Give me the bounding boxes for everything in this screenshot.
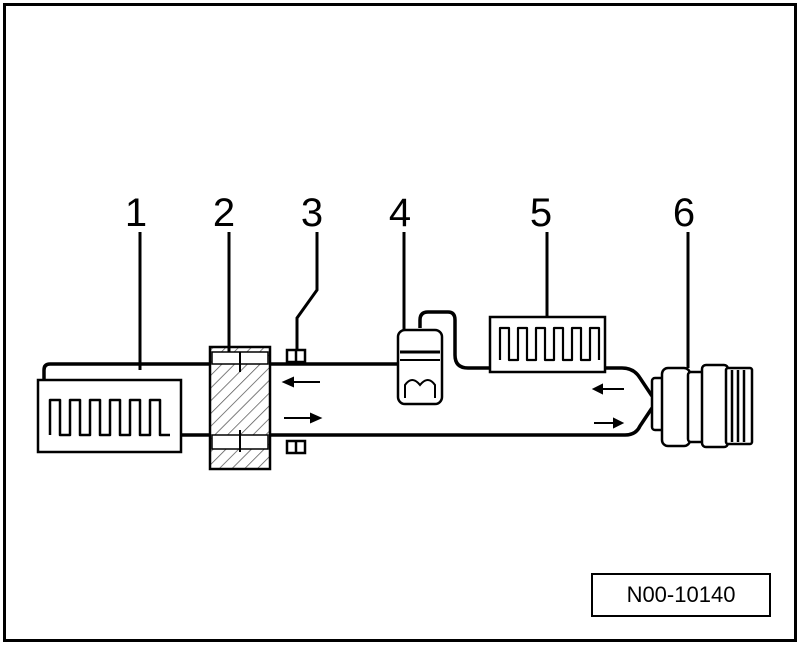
- label-2: 2: [213, 191, 235, 235]
- leader-line-3: [295, 232, 319, 352]
- label-4: 4: [389, 191, 411, 235]
- component-3-connectors: [285, 348, 307, 455]
- label-5: 5: [530, 191, 552, 235]
- label-1: 1: [125, 191, 147, 235]
- pipe-4-to-5: [418, 310, 490, 370]
- diagram-frame: [3, 3, 797, 642]
- lower-pipe-right: [270, 407, 654, 437]
- component-4-receiver: [396, 328, 444, 406]
- leader-lines: [138, 232, 690, 370]
- component-6-compressor: [650, 363, 754, 449]
- upper-pipe-left: [42, 362, 210, 380]
- component-5-condenser: [488, 315, 607, 374]
- pipe-5-to-6: [605, 366, 654, 397]
- label-3: 3: [301, 191, 323, 235]
- reference-code: N00-10140: [591, 573, 771, 617]
- label-6: 6: [673, 191, 695, 235]
- component-1-heat-exchanger: [36, 378, 183, 454]
- flow-arrows: [281, 376, 625, 429]
- component-2-bulkhead: [208, 345, 272, 471]
- refrigerant-lines: [42, 310, 654, 437]
